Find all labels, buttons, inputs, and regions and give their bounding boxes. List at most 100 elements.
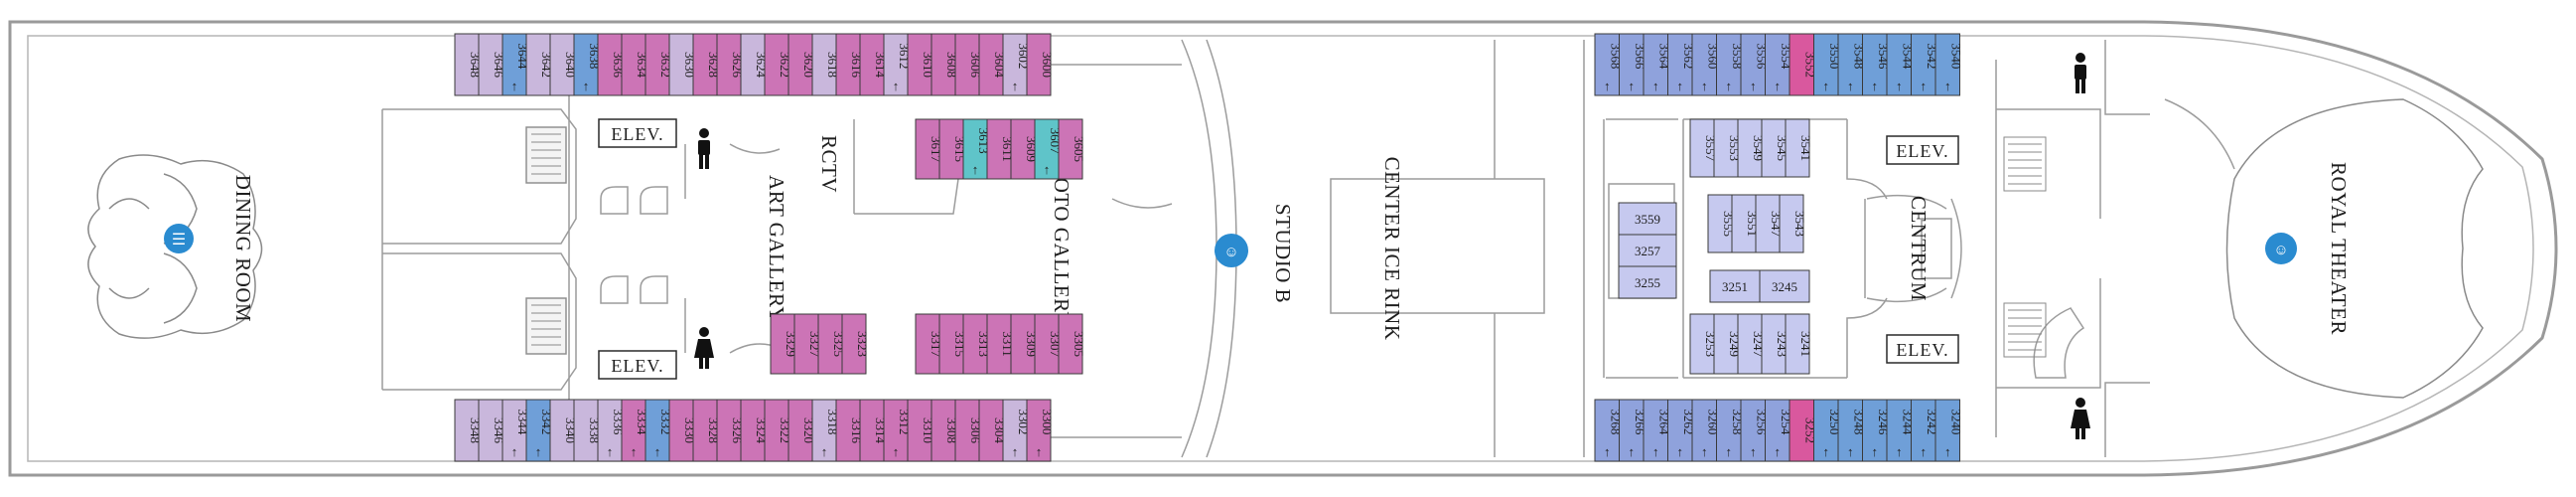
cabin-3324[interactable]: 3324	[740, 399, 769, 462]
cabin-3646[interactable]: 3646	[478, 33, 506, 96]
accessible-arrow-icon: ↑	[1677, 79, 1684, 93]
cabin-3560[interactable]: 3560↑	[1691, 33, 1720, 96]
cabin-3300[interactable]: 3300↑	[1026, 399, 1055, 462]
cabin-3622[interactable]: 3622	[764, 33, 792, 96]
cabin-3540[interactable]: 3540↑	[1934, 33, 1963, 96]
cabin-3600[interactable]: 3600	[1026, 33, 1055, 96]
cabin-3340[interactable]: 3340	[549, 399, 578, 462]
cabin-3323[interactable]: 3323	[841, 313, 870, 375]
cabin-3344[interactable]: 3344↑	[501, 399, 530, 462]
cabin-3628[interactable]: 3628	[692, 33, 721, 96]
accessible-arrow-icon: ↑	[1921, 79, 1928, 93]
cabin-3302[interactable]: 3302↑	[1002, 399, 1031, 462]
cabin-box	[1837, 33, 1863, 96]
cabin-box	[1707, 194, 1733, 253]
rctv-label: RCTV	[817, 135, 841, 193]
cabin-3620[interactable]: 3620	[787, 33, 816, 96]
cabin-3245[interactable]: 3245	[1759, 269, 1810, 303]
cabin-box	[1594, 33, 1620, 96]
accessible-arrow-icon: ↑	[1847, 79, 1854, 93]
cabin-3262[interactable]: 3262↑	[1667, 399, 1696, 462]
cabin-3559[interactable]: 3559	[1618, 202, 1677, 236]
royal-theater-outline	[2225, 98, 2484, 399]
cabin-box	[1713, 118, 1739, 178]
royal-theater-icon	[2265, 233, 2297, 264]
cabin-3548[interactable]: 3548↑	[1837, 33, 1866, 96]
cabin-box	[930, 399, 956, 462]
dining-room-area	[87, 154, 263, 339]
elevator-box-forward-bottom	[598, 350, 677, 380]
photo-gallery-label: PHOTO GALLERY	[1050, 150, 1073, 327]
accessible-arrow-icon: ↑	[1896, 444, 1903, 459]
cabin-box	[907, 33, 932, 96]
cabin-3311[interactable]: 3311	[986, 313, 1015, 375]
cabin-box	[478, 399, 503, 462]
cabin-box	[1740, 399, 1766, 462]
cabin-box	[1689, 118, 1715, 178]
cabin-3638[interactable]: 3638↑	[573, 33, 602, 96]
cabin-3543[interactable]: 3543	[1779, 194, 1807, 253]
accessible-arrow-icon: ↑	[654, 444, 661, 459]
cabin-box	[930, 33, 956, 96]
cabin-box	[1618, 234, 1677, 267]
cabin-box	[1618, 202, 1677, 236]
accessible-arrow-icon: ↑	[1775, 79, 1782, 93]
cabin-3346[interactable]: 3346	[478, 399, 506, 462]
cabin-3544[interactable]: 3544↑	[1886, 33, 1915, 96]
dining-room-icon-glyph: ☰	[172, 232, 186, 248]
cabin-box	[644, 33, 670, 96]
cabin-box	[1058, 313, 1083, 375]
accessible-arrow-icon: ↑	[1872, 444, 1879, 459]
cabin-3305[interactable]: 3305	[1058, 313, 1086, 375]
cabin-3541[interactable]: 3541	[1785, 118, 1813, 178]
cabin-box	[938, 313, 964, 375]
cabin-number: 3255	[1635, 275, 1660, 290]
cabin-3255[interactable]: 3255	[1618, 265, 1677, 299]
cabin-box	[787, 33, 813, 96]
cabin-box	[978, 399, 1004, 462]
cabin-box	[1755, 194, 1781, 253]
restroom-women-icon-aft	[2071, 398, 2090, 439]
restroom-men-icon	[698, 128, 710, 169]
cabin-3568[interactable]: 3568↑	[1594, 33, 1623, 96]
cabin-3562[interactable]: 3562↑	[1667, 33, 1696, 96]
dining-room-label: DINING ROOM	[231, 175, 255, 322]
cabin-3608[interactable]: 3608	[930, 33, 959, 96]
cabin-3257[interactable]: 3257	[1618, 234, 1677, 267]
centrum-label: CENTRUM	[1907, 196, 1931, 301]
cabin-3304[interactable]: 3304	[978, 399, 1007, 462]
cabin-3241[interactable]: 3241	[1785, 313, 1813, 375]
cabin-3326[interactable]: 3326	[716, 399, 745, 462]
cabin-number: 3600	[1040, 52, 1055, 78]
accessible-arrow-icon: ↑	[1847, 444, 1854, 459]
cabin-box	[1667, 33, 1693, 96]
accessible-arrow-icon: ↑	[1750, 444, 1757, 459]
cabin-3557[interactable]: 3557	[1689, 118, 1718, 178]
cabin-box	[1010, 118, 1036, 180]
cabin-3313[interactable]: 3313	[962, 313, 991, 375]
accessible-arrow-icon: ↑	[1701, 444, 1708, 459]
cabin-3268[interactable]: 3268↑	[1594, 399, 1623, 462]
cabin-box	[621, 399, 646, 462]
cabin-box	[740, 399, 766, 462]
cabin-3605[interactable]: 3605	[1058, 118, 1086, 180]
restroom-women-icon	[694, 327, 714, 369]
cabin-3308[interactable]: 3308	[930, 399, 959, 462]
accessible-arrow-icon: ↑	[1044, 162, 1051, 177]
elevator-box-aft-bottom	[1886, 334, 1959, 364]
cabin-3251[interactable]: 3251	[1709, 269, 1761, 303]
studio-b-label: STUDIO B	[1271, 204, 1295, 303]
cabin-box	[644, 399, 670, 462]
accessible-arrow-icon: ↑	[1604, 444, 1611, 459]
cabin-3252[interactable]: 3252	[1789, 399, 1817, 462]
cabin-box	[1862, 33, 1888, 96]
cabin-box	[549, 399, 575, 462]
cabin-box	[1643, 399, 1668, 462]
restroom-men-icon-aft	[2075, 53, 2086, 93]
accessible-arrow-icon: ↑	[1944, 444, 1951, 459]
cabin-3240[interactable]: 3240↑	[1934, 399, 1963, 462]
cabin-3336[interactable]: 3336↑	[597, 399, 626, 462]
cabin-box	[1691, 33, 1717, 96]
cabin-3325[interactable]: 3325	[817, 313, 846, 375]
cabin-3615[interactable]: 3615	[938, 118, 967, 180]
